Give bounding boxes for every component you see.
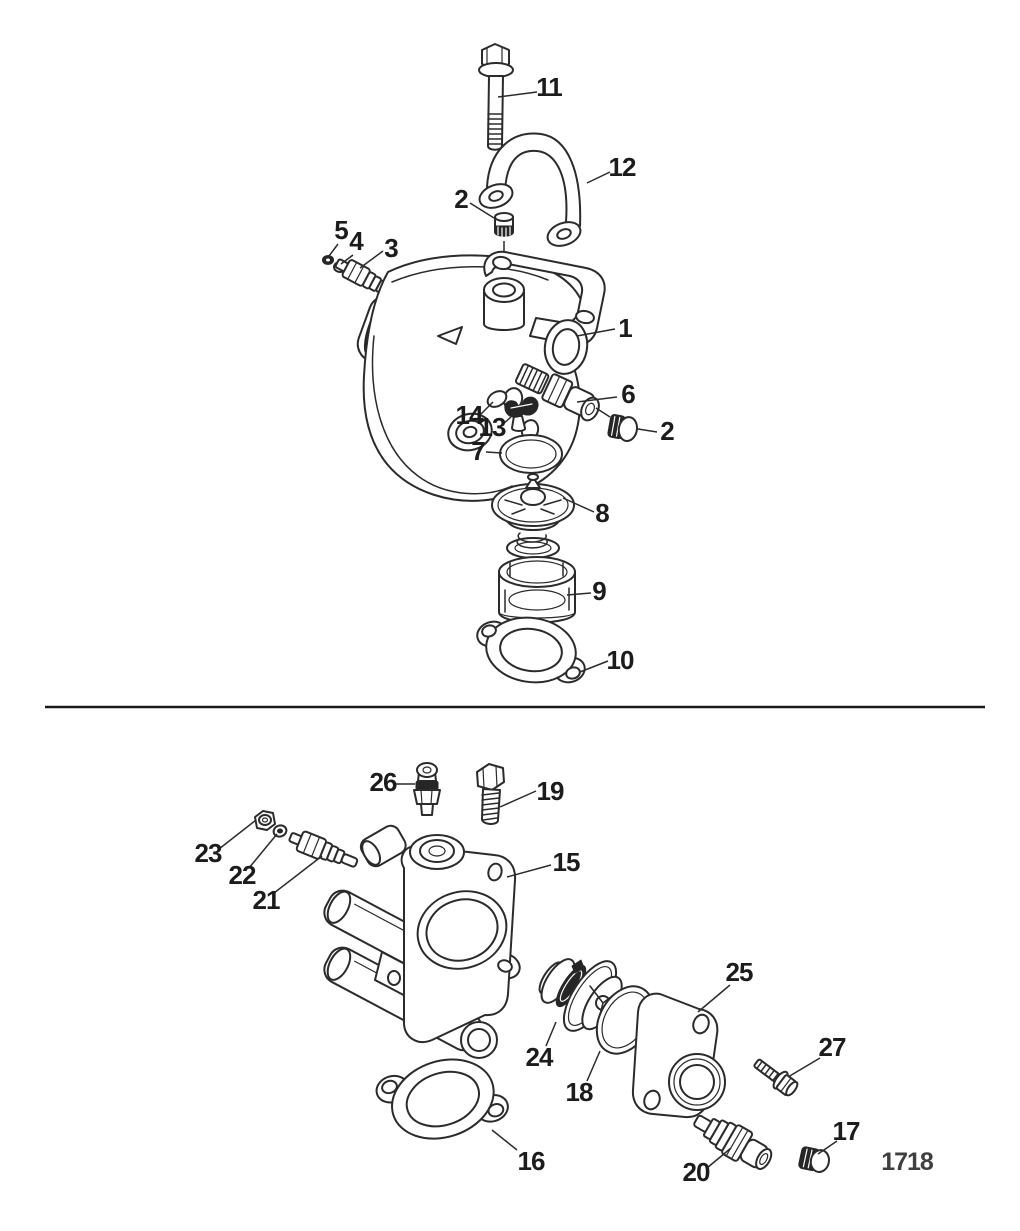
leader-line-6 [576,396,618,403]
callout-label-20: 20 [683,1157,710,1187]
callout-label-12: 12 [609,152,636,182]
part-drawing-plug-lower [798,1146,830,1173]
callout-label-21: 21 [253,885,280,915]
part-drawing-flange-screw [753,1058,799,1097]
part-drawing-thermostat-housing-lower [323,824,521,1059]
callout-label-14: 14 [456,400,484,430]
part-drawing-flange-bolt [478,43,514,151]
callout-label-27: 27 [819,1032,846,1062]
leader-line-1 [576,328,616,337]
callout-label-23: 23 [195,838,222,868]
callout-label-11: 11 [536,72,562,102]
leader-line-16 [491,1129,518,1151]
part-drawing-outlet-cover [631,992,726,1119]
leader-line-4 [340,254,354,265]
leader-line-5 [328,243,339,257]
upper-assembly [322,43,639,684]
part-drawing-washer-lower [272,824,288,838]
callout-label-15: 15 [553,847,580,877]
callout-label-4: 4 [349,226,364,256]
part-drawing-clamp-bridge [478,132,582,247]
part-drawing-pipe-plug-top [494,212,514,285]
leader-line-2 [637,428,658,433]
callout-label-10: 10 [607,645,634,675]
leader-line-10 [579,660,609,673]
callout-label-17: 17 [833,1116,860,1146]
callout-label-18: 18 [566,1077,593,1107]
callout-label-9: 9 [592,576,606,606]
leader-line-15 [506,864,552,878]
callout-label-7: 7 [471,436,485,466]
leader-line-14 [480,401,494,415]
part-drawing-sensor [693,1114,773,1170]
lower-assembly [254,762,830,1173]
part-drawing-drain-valve [504,396,539,432]
part-drawing-pipe-plug-side [607,414,639,442]
leader-line-18 [586,1050,601,1082]
figure-reference-number: 1718 [881,1148,934,1176]
leader-line-22 [248,833,278,869]
callout-label-5: 5 [334,215,348,245]
leader-line-24 [545,1021,557,1047]
callout-label-22: 22 [229,860,256,890]
callout-label-6: 6 [621,379,635,409]
part-drawing-gasket-lower [375,1058,509,1140]
leader-line-23 [218,819,257,850]
part-drawing-temperature-sender-lower [288,830,359,868]
part-drawing-seal-ring-small [322,255,334,265]
part-drawing-threaded-fitting [515,363,611,422]
leader-line-2 [469,202,495,219]
part-drawing-thermostat-sleeve [498,556,576,624]
callout-label-2: 2 [454,184,468,214]
leader-line-21 [273,855,323,894]
callout-label-25: 25 [726,957,753,987]
callout-label-1: 1 [618,313,632,343]
callout-label-26: 26 [370,767,397,797]
leader-line-20 [706,1147,732,1169]
leader-line-17 [817,1140,838,1155]
leader-line-19 [499,790,537,808]
part-drawing-vent-fitting [413,762,441,816]
leader-line-9 [566,592,592,596]
leader-line-12 [586,171,611,184]
leader-line-7 [485,451,503,454]
leader-line-27 [787,1057,821,1078]
callout-label-24: 24 [526,1042,554,1072]
part-drawing-hex-bolt [476,763,505,825]
callout-label-16: 16 [518,1146,545,1176]
callout-label-13: 13 [479,412,506,442]
leader-line-8 [562,497,595,513]
callout-label-2: 2 [660,416,674,446]
callout-label-3: 3 [384,233,398,263]
part-drawing-o-ring [499,434,563,474]
leader-line-11 [497,91,538,98]
leader-line-25 [697,984,731,1013]
callout-label-8: 8 [595,498,609,528]
part-drawing-nut [254,810,276,831]
part-drawing-thermostat [491,473,575,559]
leader-line-13 [501,416,512,426]
leader-line-3 [359,250,384,269]
part-drawing-gasket-upper [476,616,586,684]
callout-label-19: 19 [537,776,564,806]
